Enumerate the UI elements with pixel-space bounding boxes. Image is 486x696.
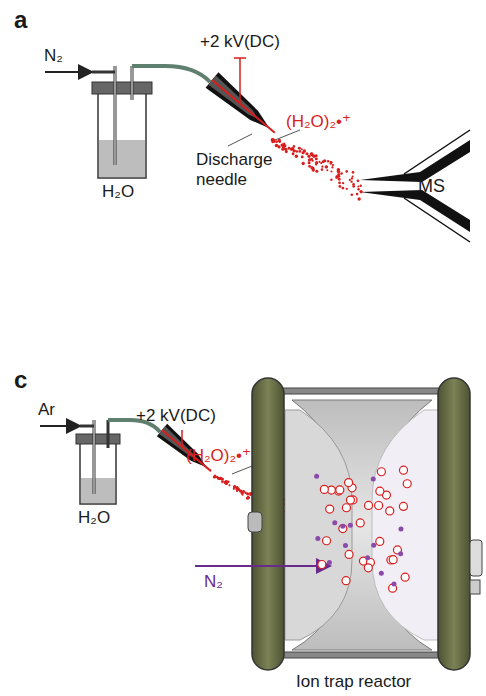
ms-label: MS — [418, 176, 445, 197]
gas-label: N₂ — [44, 46, 63, 66]
panel-letter: c — [14, 366, 27, 394]
gas-label: Ar — [38, 400, 55, 420]
panel-letter: a — [14, 6, 27, 34]
water-label: H₂O — [102, 182, 134, 202]
ion-label: (H₂O)₂•⁺ — [286, 112, 351, 132]
gas-label: N₂ — [204, 572, 223, 592]
ion-label: (H₂O)₂•⁺ — [186, 446, 251, 466]
needle-label: Discharge needle — [196, 150, 288, 189]
voltage-label: +2 kV(DC) — [136, 406, 216, 426]
reactor-label: Ion trap reactor — [296, 672, 411, 692]
voltage-label: +2 kV(DC) — [200, 32, 280, 52]
water-label: H₂O — [78, 508, 110, 528]
